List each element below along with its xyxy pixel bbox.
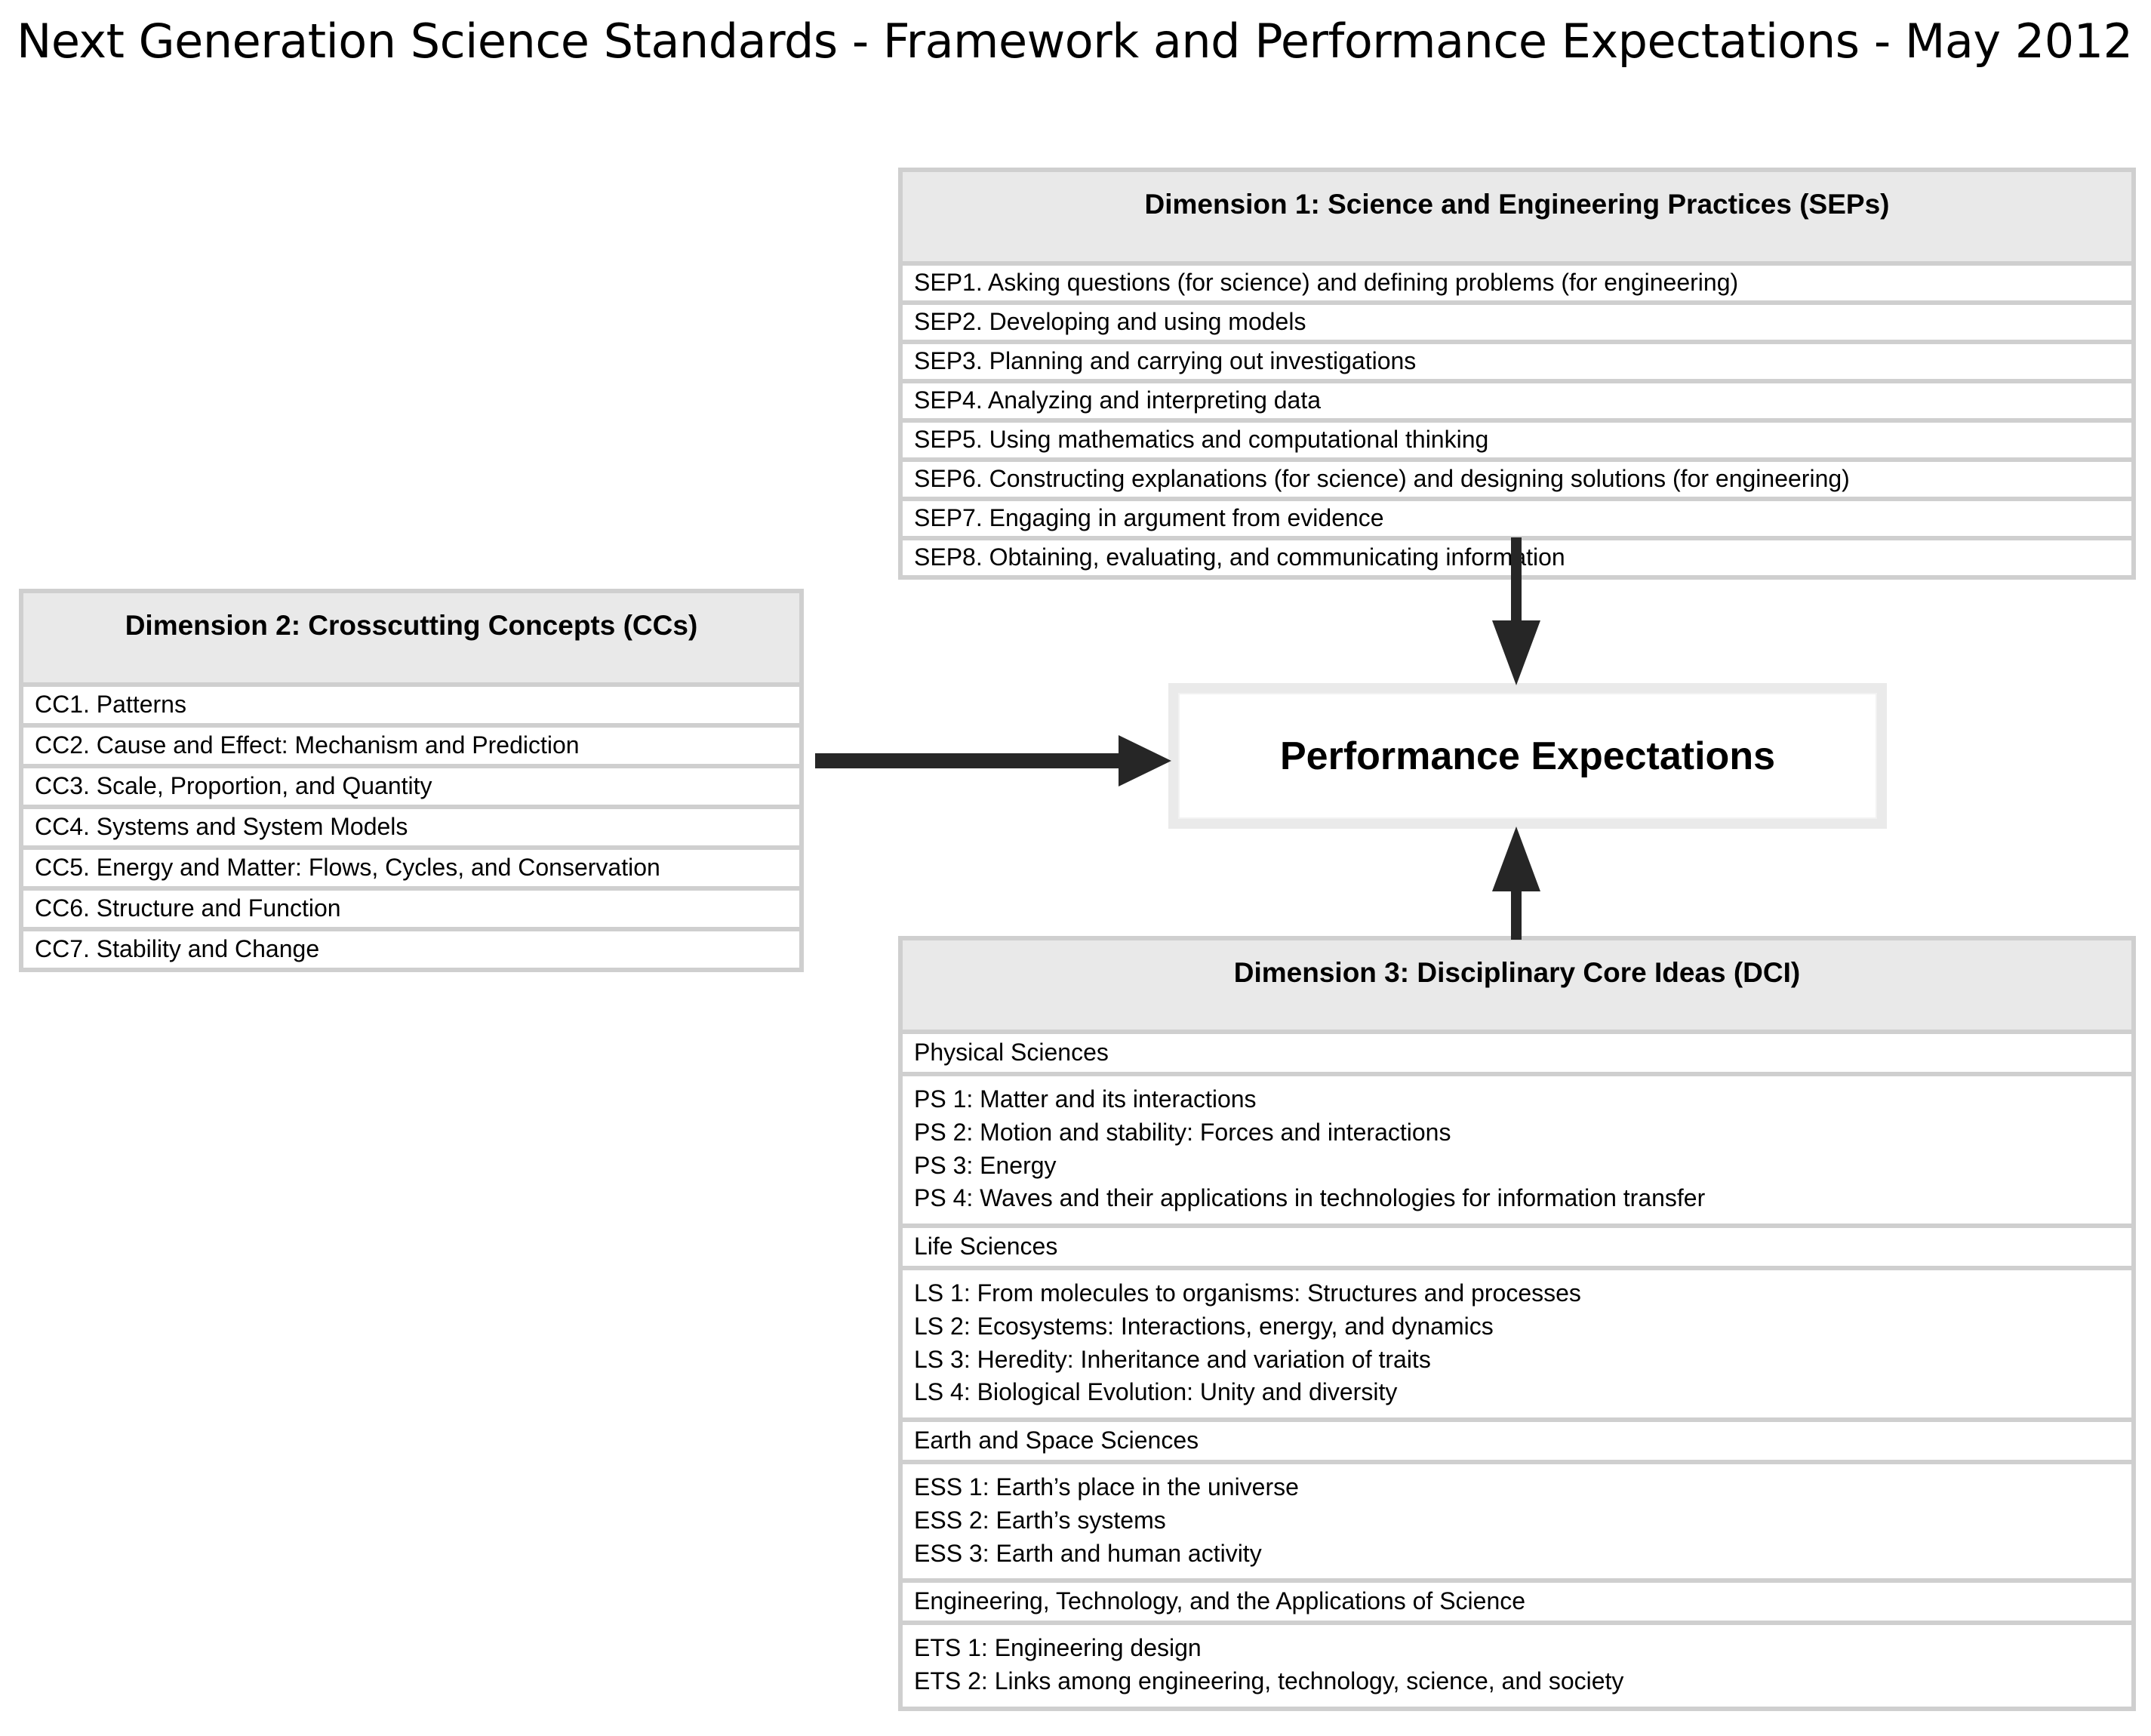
- list-item: PS 2: Motion and stability: Forces and i…: [914, 1118, 1451, 1146]
- list-item[interactable]: SEP6. Constructing explanations (for sci…: [903, 462, 2131, 497]
- category-items-row[interactable]: ESS 1: Earth’s place in the universe ESS…: [903, 1464, 2131, 1579]
- dimension-1-row-list: SEP1. Asking questions (for science) and…: [903, 266, 2131, 575]
- dimension-1-header: Dimension 1: Science and Engineering Pra…: [903, 172, 2131, 261]
- list-item: PS 4: Waves and their applications in te…: [914, 1184, 1706, 1212]
- arrow-down-icon: [1492, 537, 1540, 685]
- list-item: ESS 3: Earth and human activity: [914, 1539, 1262, 1567]
- list-item[interactable]: SEP5. Using mathematics and computationa…: [903, 423, 2131, 457]
- list-item[interactable]: CC7. Stability and Change: [23, 931, 799, 968]
- arrow-right-icon: [815, 735, 1171, 786]
- list-item: LS 2: Ecosystems: Interactions, energy, …: [914, 1312, 1494, 1340]
- dimension-1-header-label: Dimension 1: Science and Engineering Pra…: [1144, 189, 1890, 220]
- list-item[interactable]: CC5. Energy and Matter: Flows, Cycles, a…: [23, 850, 799, 886]
- list-item[interactable]: SEP1. Asking questions (for science) and…: [903, 266, 2131, 300]
- list-item: ETS 1: Engineering design: [914, 1634, 1202, 1662]
- category-items-row[interactable]: ETS 1: Engineering design ETS 2: Links a…: [903, 1625, 2131, 1707]
- dimension-3-header: Dimension 3: Disciplinary Core Ideas (DC…: [903, 940, 2131, 1030]
- list-item: ESS 1: Earth’s place in the universe: [914, 1473, 1299, 1501]
- dimension-2-ccs-box: Dimension 2: Crosscutting Concepts (CCs)…: [19, 589, 804, 972]
- list-item: LS 4: Biological Evolution: Unity and di…: [914, 1378, 1398, 1406]
- category-header-row: Engineering, Technology, and the Applica…: [903, 1583, 2131, 1621]
- dimension-2-header-label: Dimension 2: Crosscutting Concepts (CCs): [125, 610, 698, 641]
- dimension-3-row-list: Physical Sciences PS 1: Matter and its i…: [903, 1034, 2131, 1707]
- category-header-row: Life Sciences: [903, 1228, 2131, 1266]
- list-item: LS 1: From molecules to organisms: Struc…: [914, 1279, 1581, 1307]
- performance-expectations-inner: Performance Expectations: [1178, 693, 1877, 819]
- category-header-row: Earth and Space Sciences: [903, 1422, 2131, 1460]
- list-item[interactable]: CC6. Structure and Function: [23, 891, 799, 927]
- list-item[interactable]: CC3. Scale, Proportion, and Quantity: [23, 768, 799, 805]
- dimension-3-dci-box: Dimension 3: Disciplinary Core Ideas (DC…: [898, 936, 2136, 1711]
- category-header-row: Physical Sciences: [903, 1034, 2131, 1072]
- list-item: PS 3: Energy: [914, 1151, 1057, 1179]
- list-item: ETS 2: Links among engineering, technolo…: [914, 1667, 1624, 1694]
- category-items-row[interactable]: PS 1: Matter and its interactions PS 2: …: [903, 1076, 2131, 1224]
- dimension-2-header: Dimension 2: Crosscutting Concepts (CCs): [23, 593, 799, 682]
- page-title: Next Generation Science Standards - Fram…: [17, 14, 2133, 69]
- arrow-up-icon: [1492, 826, 1540, 940]
- list-item[interactable]: CC1. Patterns: [23, 687, 799, 723]
- category-items-row[interactable]: LS 1: From molecules to organisms: Struc…: [903, 1270, 2131, 1417]
- list-item[interactable]: CC2. Cause and Effect: Mechanism and Pre…: [23, 728, 799, 764]
- list-item[interactable]: SEP3. Planning and carrying out investig…: [903, 344, 2131, 379]
- performance-expectations-box: Performance Expectations: [1168, 683, 1887, 829]
- list-item: ESS 2: Earth’s systems: [914, 1506, 1166, 1534]
- dimension-3-header-label: Dimension 3: Disciplinary Core Ideas (DC…: [1233, 957, 1801, 988]
- list-item: LS 3: Heredity: Inheritance and variatio…: [914, 1345, 1431, 1373]
- performance-expectations-label: Performance Expectations: [1279, 734, 1776, 778]
- list-item[interactable]: SEP7. Engaging in argument from evidence: [903, 501, 2131, 536]
- list-item: PS 1: Matter and its interactions: [914, 1085, 1257, 1113]
- list-item[interactable]: SEP4. Analyzing and interpreting data: [903, 383, 2131, 418]
- list-item[interactable]: CC4. Systems and System Models: [23, 809, 799, 845]
- dimension-1-seps-box: Dimension 1: Science and Engineering Pra…: [898, 168, 2136, 580]
- dimension-2-row-list: CC1. Patterns CC2. Cause and Effect: Mec…: [23, 687, 799, 968]
- list-item[interactable]: SEP2. Developing and using models: [903, 305, 2131, 340]
